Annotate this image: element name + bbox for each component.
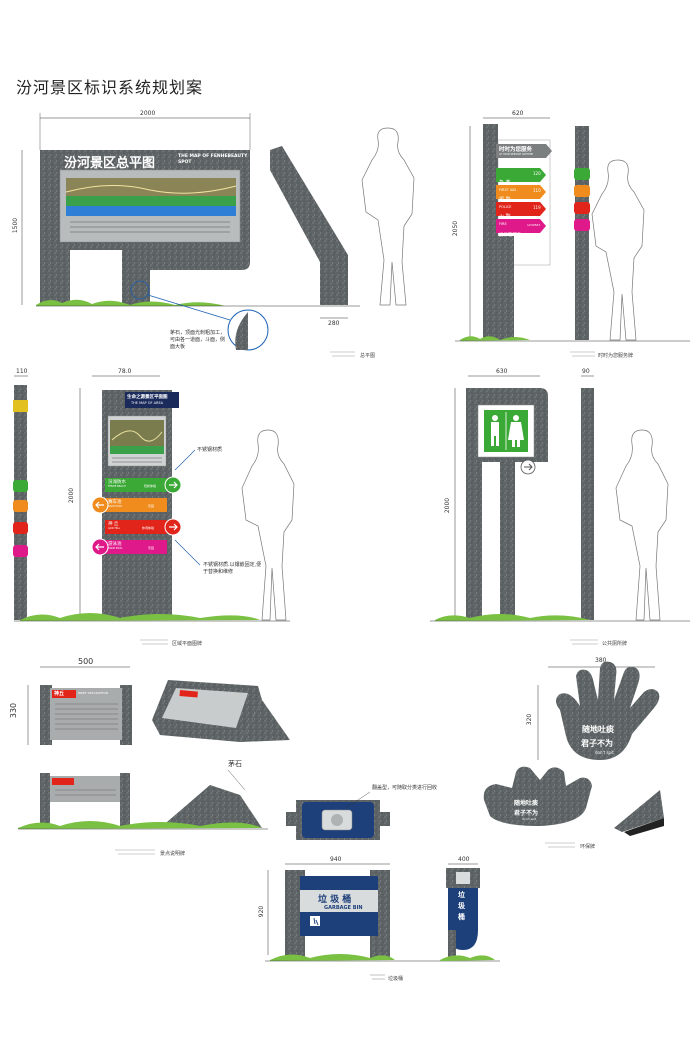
area-item-1: 汾滩防水 轻松体验 FENHE BEACH [108, 479, 166, 488]
area-item-cn: 汾滩防水 [108, 480, 126, 485]
area-item-3: 神 丘 休闲体验 GOD HILL [108, 521, 166, 530]
dir-dim-height: 2050 [452, 220, 460, 237]
dir-row-1: 急 救 120 FIRST AID [499, 169, 543, 192]
area-sign-group [13, 375, 295, 622]
trash-label-en: GARBAGE BIN [324, 905, 363, 911]
map-dim-width: 2000 [140, 110, 156, 117]
spot-name: 神丘 [54, 691, 65, 697]
map-dim-side: 280 [328, 320, 340, 327]
hand-sign-shape [556, 661, 660, 760]
dir-row-cn: 报 警 [499, 197, 511, 203]
area-item-en: SWIM POOL [108, 547, 123, 550]
hand-3d-line-1: 随地吐痰 [514, 800, 539, 807]
area-item-side: 轻松体验 [144, 484, 157, 488]
hand-line-3: don't spit [595, 750, 614, 755]
spot-dim-height: 330 [9, 702, 19, 719]
dir-row-cn: 急 救 [499, 180, 511, 186]
trash-side-label: 垃 圾 桶 [458, 891, 465, 921]
person-silhouette-3 [241, 429, 295, 621]
page-title: 汾河景区标识系统规划案 [16, 78, 204, 97]
dir-row-3: 火 警 119 FIRE [499, 203, 543, 226]
person-silhouette-1 [361, 127, 415, 306]
dir-row-en: FIRST AID [499, 188, 517, 192]
spot-stone-label: 茅石 [228, 760, 242, 768]
area-dim-side: 110 [16, 368, 28, 375]
toilet-dim-width: 630 [496, 368, 508, 375]
dir-caption: 时时为您服务牌 [598, 353, 634, 359]
area-dim-height: 2000 [68, 487, 76, 504]
spot-name-en: BRIEF DESCRIPTION [78, 691, 108, 695]
area-item-cn: 赛车池 [108, 500, 122, 505]
area-item-4: 游泳池 乐园 SWIM POOL [108, 541, 166, 550]
hand-line-2: 君子不为 [581, 739, 613, 748]
area-item-en: RACE POOL [108, 505, 123, 508]
dir-header-bar [496, 144, 552, 158]
dir-header-sub: AT YOUR SERVICE ANYTIME [499, 153, 534, 156]
dir-row-num: 119 [533, 205, 541, 210]
hand-dim-width: 380 [595, 657, 607, 664]
area-item-side: 乐园 [148, 504, 155, 508]
dir-row-cn: 火 警 [499, 214, 511, 220]
area-item-cn: 游泳池 [108, 542, 122, 547]
hand-3d-line-3: don't spit [522, 817, 537, 821]
trash-dim-side: 400 [458, 856, 470, 863]
area-item-en: FENHE BEACH [108, 485, 126, 488]
hand-dim-height: 320 [526, 713, 534, 726]
hand-sign-group [483, 661, 664, 836]
map-sign-group [21, 113, 415, 351]
hand-caption: 环保牌 [580, 844, 596, 850]
trash-dim-height: 920 [258, 905, 266, 918]
dir-row-num: 120 [533, 171, 541, 176]
map-dim-height: 1500 [12, 217, 20, 234]
map-note: 茅石，顶面光刺粗加工，可由各一道面，斗面，侧面大板 [170, 330, 226, 350]
dir-row-num: 110 [533, 188, 541, 193]
area-item-2: 赛车池 乐园 RACE POOL [108, 499, 166, 508]
spot-dim-width: 500 [78, 657, 94, 666]
toilet-sign-group [430, 375, 690, 622]
dir-row-num: 1234567 [527, 223, 541, 227]
hand-3d-line-2: 君子不为 [514, 810, 539, 817]
area-note-2: 不锈钢材质.以镶嵌固定,便于替换和维修 [203, 562, 262, 575]
trash-note: 翻盖型，可随取分类进行回收 [372, 785, 438, 791]
hand-line-1: 随地吐痰 [582, 725, 614, 734]
trash-bin-group [265, 791, 500, 962]
toilet-dim-side: 90 [582, 368, 590, 375]
person-silhouette-2 [591, 159, 645, 341]
area-note-1: 不锈钢材质 [197, 447, 223, 453]
spot-caption: 景点说明牌 [160, 851, 186, 857]
dir-dim-width: 620 [512, 110, 524, 117]
area-header-sub: THE MAP OF AREA [131, 401, 164, 405]
area-header: 生命之源景区平面图 [127, 395, 168, 400]
dir-row-4: 投诉管理处 1234567 [499, 221, 543, 240]
direction-sign-group [455, 117, 690, 342]
area-caption: 区域平面图牌 [172, 641, 203, 647]
dir-row-en: FIRE [499, 222, 507, 226]
dir-row-cn: 投诉管理处 [499, 233, 522, 238]
map-sign-side [270, 146, 348, 305]
area-item-en: GOD HILL [108, 527, 121, 530]
area-item-cn: 神 丘 [108, 522, 119, 527]
spot-sign-group [18, 666, 290, 830]
area-item-side: 乐园 [148, 546, 155, 550]
trash-label: 垃 圾 桶 [318, 895, 352, 905]
map-caption: 总平图 [360, 353, 376, 359]
toilet-dim-height: 2000 [444, 497, 452, 514]
map-heading: 汾河景区总平图 [64, 156, 156, 171]
grass [36, 299, 250, 306]
area-item-side: 休闲体验 [142, 526, 155, 530]
area-dim-width: 78.0 [118, 368, 132, 375]
dir-row-2: 报 警 110 POLICE [499, 186, 543, 209]
trash-caption: 垃圾桶 [388, 976, 404, 982]
toilet-caption: 公共厕所牌 [602, 641, 628, 647]
map-subtitle: THE MAP OF FENHEBEAUTY SPOT [178, 154, 248, 165]
dir-row-en: POLICE [499, 205, 512, 209]
trash-dim-width: 940 [330, 856, 342, 863]
dir-header: 时时为您服务 [499, 147, 533, 153]
person-silhouette-4 [615, 429, 669, 621]
